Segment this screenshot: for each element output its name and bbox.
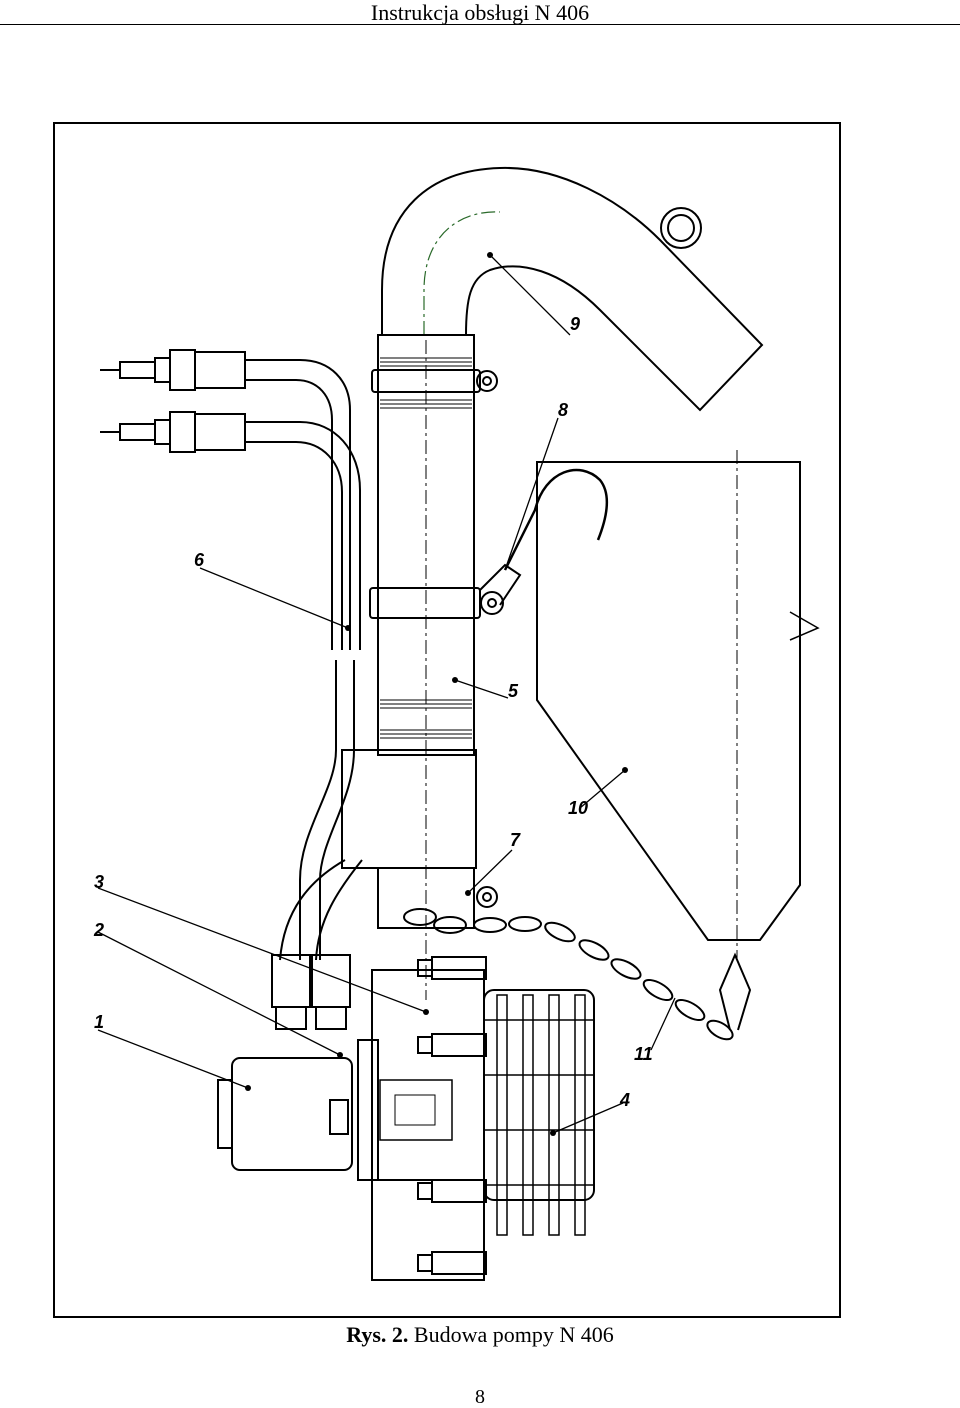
callout-5: 5 [508,681,519,701]
callout-9: 9 [570,314,580,334]
figure-frame [53,122,841,1318]
callout-1: 1 [94,1012,104,1032]
callout-2: 2 [93,920,104,940]
figure-caption-text: Budowa pompy N 406 [413,1322,614,1347]
callout-10: 10 [568,798,588,818]
callout-11: 11 [634,1044,653,1064]
document-header-title: Instrukcja obsługi N 406 [370,0,590,25]
callout-3: 3 [94,872,104,892]
page-number: 8 [475,1386,485,1408]
callout-4: 4 [619,1090,630,1110]
header-divider [0,24,960,25]
callout-7: 7 [510,830,521,850]
figure-caption-label: Rys. 2. [346,1322,409,1347]
callout-8: 8 [558,400,568,420]
figure-caption: Rys. 2. Budowa pompy N 406 [0,1322,960,1348]
callout-6: 6 [194,550,205,570]
